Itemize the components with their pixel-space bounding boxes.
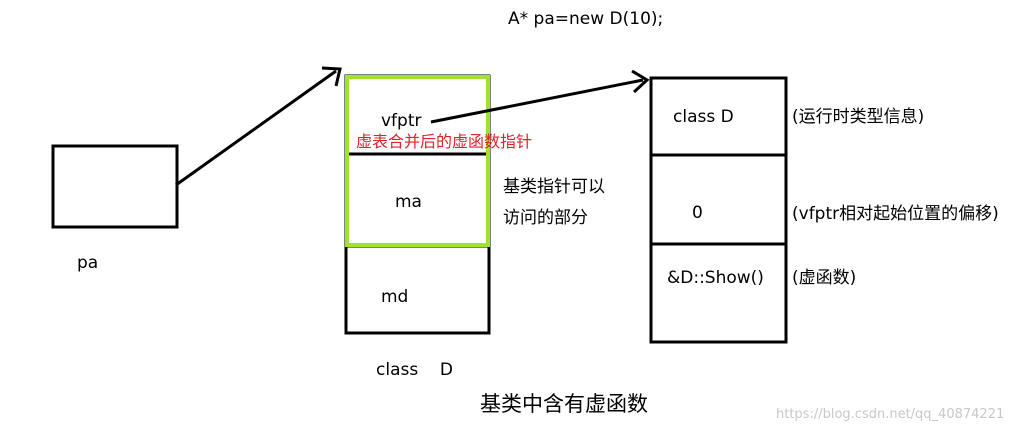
vtable-cell-rtti: class D — [673, 107, 734, 127]
vtable-cell-offset: 0 — [692, 203, 703, 223]
arrow-vfptr-to-vtable — [430, 78, 644, 124]
vtable-note-virtual: (虚函数) — [792, 268, 856, 288]
vtable-note-rtti: (运行时类型信息) — [792, 107, 924, 127]
watermark: https://blog.csdn.net/qq_40874221 — [776, 407, 1004, 422]
pointer-box — [51, 144, 179, 229]
vtable-cell-show: &D::Show() — [667, 268, 764, 288]
vtable-note-offset: (vfptr相对起始位置的偏移) — [792, 204, 999, 224]
base-part-highlight — [345, 75, 490, 247]
base-note-line-2: 访问的部分 — [503, 208, 588, 228]
pointer-label: pa — [77, 253, 98, 273]
object-class-label: class D — [376, 360, 453, 380]
vtable-box — [649, 76, 788, 344]
code-line: A* pa=new D(10); — [508, 9, 663, 29]
arrowhead-vtable — [631, 69, 650, 94]
vtable-pointer-note: 虚表合并后的虚函数指针 — [356, 132, 532, 151]
arrowhead-object — [321, 66, 342, 87]
base-note-line-1: 基类指针可以 — [503, 177, 605, 197]
arrow-pa-to-object — [175, 69, 337, 187]
object-cell-md: md — [381, 287, 408, 307]
object-cell-ma: ma — [395, 192, 422, 212]
diagram-caption: 基类中含有虚函数 — [480, 392, 648, 416]
object-cell-vfptr: vfptr — [381, 111, 422, 131]
